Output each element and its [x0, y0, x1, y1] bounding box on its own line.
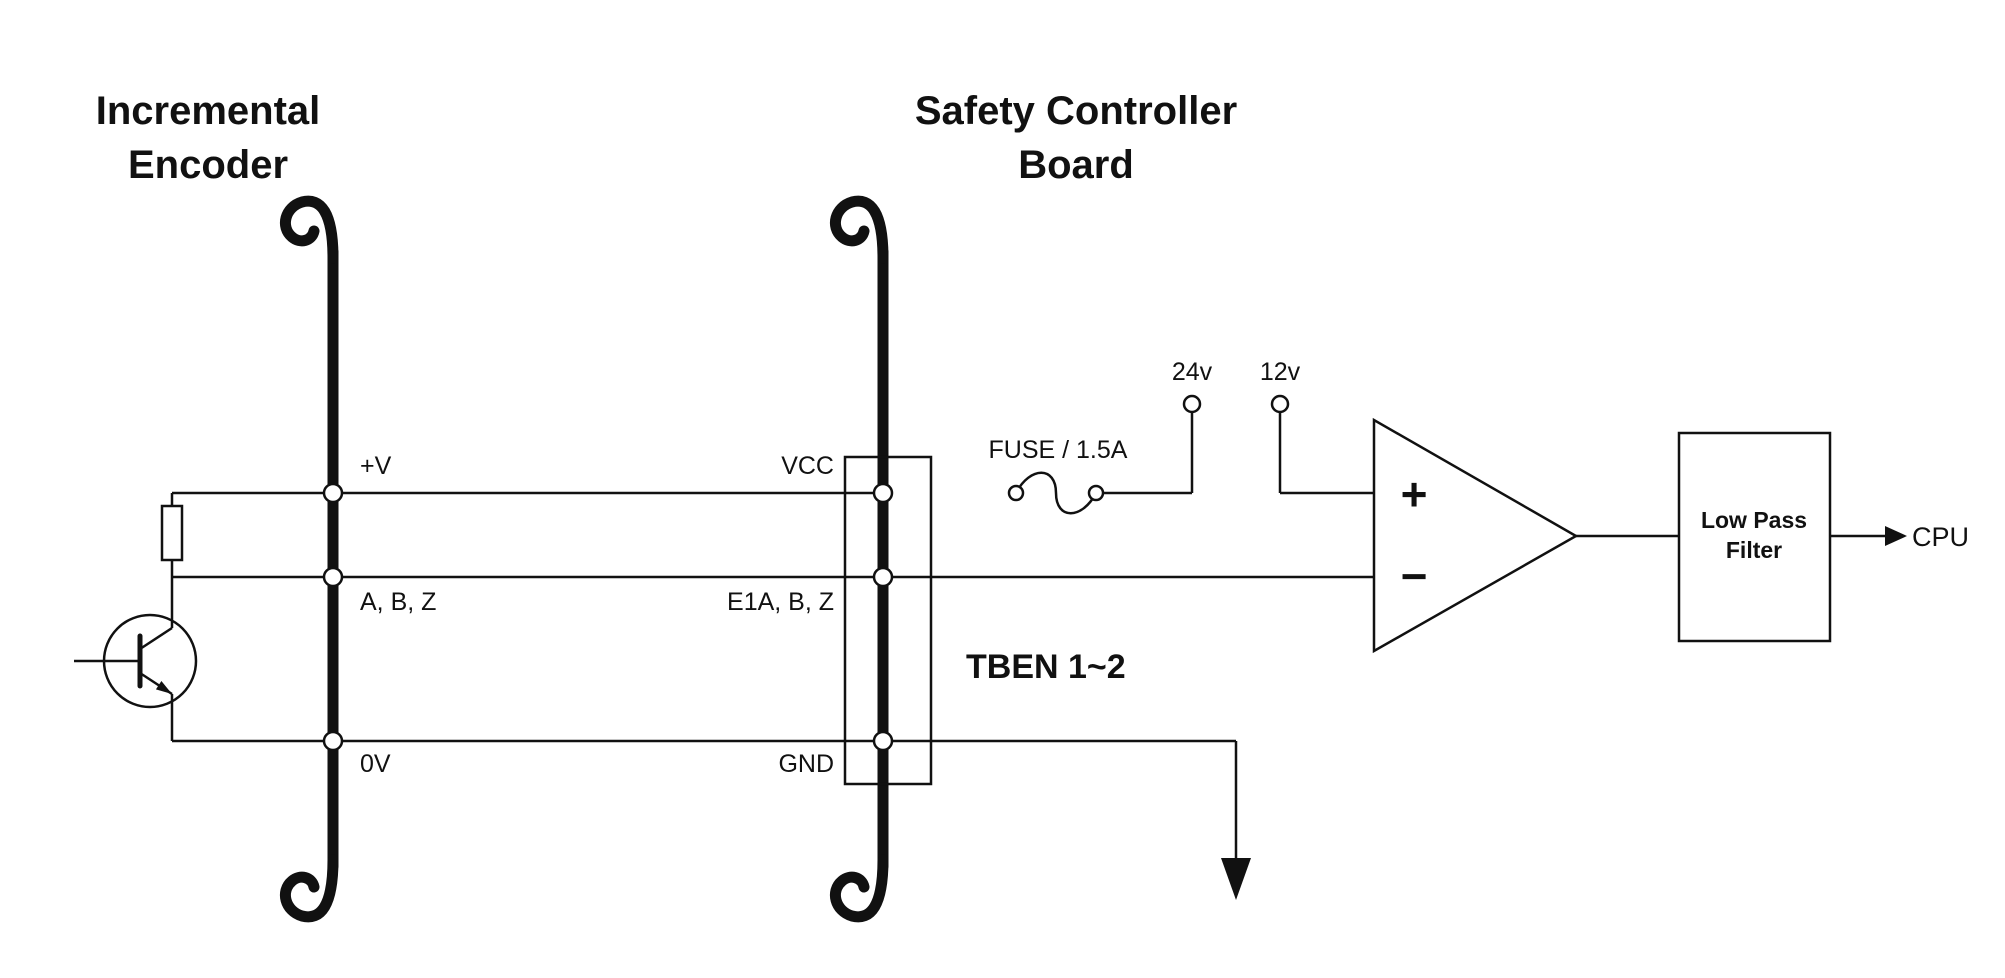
controller-pin-signals — [872, 566, 894, 588]
controller-title-line2: Board — [1018, 143, 1134, 187]
encoder-title-line2: Encoder — [128, 143, 288, 187]
comparator-triangle — [1372, 417, 1579, 654]
encoder-pin-signals-label: A, B, Z — [360, 588, 436, 616]
encoder-pin-power-label: +V — [360, 452, 392, 480]
emitter-arrow — [155, 681, 172, 694]
fuse-symbol — [1007, 471, 1105, 515]
controller-pin-power-label: VCC — [781, 452, 834, 480]
encoder-pin-ground-label: 0V — [360, 750, 391, 778]
controller-cable — [829, 195, 889, 923]
encoder-pin-signals — [322, 566, 344, 588]
npn-transistor — [74, 613, 198, 741]
ground-arrow — [1221, 741, 1251, 900]
cpu-label: CPU — [1912, 522, 1969, 552]
controller-pin-power — [872, 482, 894, 504]
terminal-block-label: TBEN 1~2 — [966, 648, 1126, 686]
low-pass-filter-label-line1: Low Pass — [1701, 507, 1807, 533]
controller-pin-signals-label: E1A, B, Z — [727, 588, 834, 616]
fuse-label: FUSE / 1.5A — [989, 436, 1128, 464]
terminal-24v — [1103, 394, 1202, 495]
supply-24v-label: 24v — [1172, 358, 1213, 386]
low-pass-filter-label-line2: Filter — [1726, 537, 1782, 563]
controller-pin-ground-label: GND — [778, 750, 834, 778]
pullup-resistor — [160, 493, 184, 628]
controller-title-line1: Safety Controller — [915, 89, 1237, 133]
comparator-minus-sign: − — [1401, 550, 1428, 602]
encoder-pin-power — [322, 482, 344, 504]
terminal-block-outline — [843, 455, 933, 786]
encoder-title-line1: Incremental — [96, 89, 321, 133]
supply-12v-label: 12v — [1260, 358, 1301, 386]
cpu-arrow — [1830, 526, 1907, 546]
encoder-pin-ground — [322, 730, 344, 752]
comparator-plus-sign: + — [1401, 468, 1428, 520]
encoder-cable — [279, 195, 339, 923]
terminal-12v — [1270, 394, 1374, 495]
controller-pin-ground — [872, 730, 894, 752]
